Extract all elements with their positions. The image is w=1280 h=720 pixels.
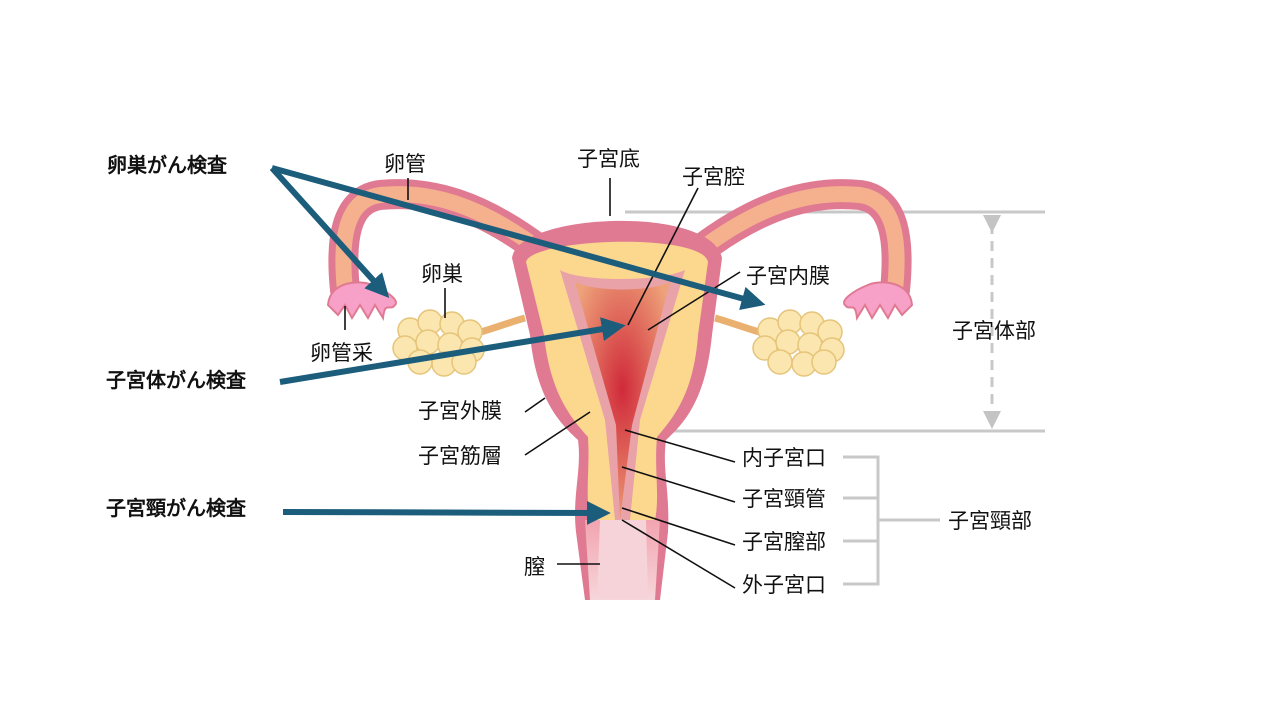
measurement-guides (625, 210, 1045, 586)
label-fundus: 子宮底 (577, 147, 640, 171)
label-uterine-cavity: 子宮腔 (682, 165, 745, 189)
label-external-os: 外子宮口 (742, 573, 826, 597)
label-uterine-body: 子宮体部 (952, 319, 1036, 343)
ovary-left (392, 309, 485, 377)
label-fallopian-tube: 卵管 (384, 152, 426, 176)
label-perimetrium: 子宮外膜 (418, 399, 502, 423)
exam-arrows (269, 165, 766, 525)
label-cervical-canal: 子宮頸管 (742, 487, 826, 511)
label-myometrium: 子宮筋層 (418, 444, 502, 468)
label-internal-os: 内子宮口 (742, 446, 826, 470)
exam-cervical-label: 子宮頸がん検査 (106, 496, 246, 520)
ovary-right (752, 309, 845, 377)
uterine-body-arrow (279, 317, 626, 385)
leader-lines (344, 178, 741, 589)
label-fimbriae: 卵管采 (310, 341, 373, 365)
label-cervix: 子宮頸部 (948, 509, 1032, 533)
label-portio: 子宮膣部 (742, 530, 826, 554)
label-ovary: 卵巣 (421, 262, 463, 286)
cervical-arrow (282, 500, 611, 525)
uterus (512, 220, 722, 600)
label-endometrium: 子宮内膜 (746, 264, 830, 288)
label-vagina: 膣 (524, 555, 545, 579)
exam-uterine-body-label: 子宮体がん検査 (106, 368, 246, 392)
ovarian-arrow-left (269, 165, 390, 299)
ovarian-arrow-right (271, 165, 766, 311)
exam-ovarian-label: 卵巣がん検査 (107, 153, 227, 177)
